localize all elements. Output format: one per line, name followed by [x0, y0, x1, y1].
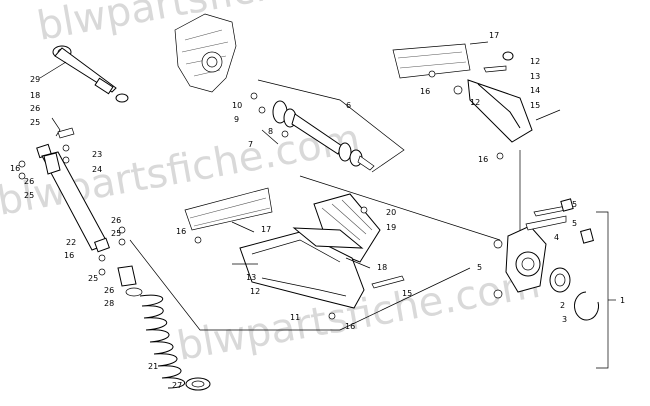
callout-9: 9	[234, 115, 239, 124]
callout-16: 16	[64, 251, 74, 260]
callout-12: 12	[250, 287, 260, 296]
callout-26: 26	[104, 286, 114, 295]
callout-15: 15	[530, 101, 540, 110]
callout-16: 16	[478, 155, 488, 164]
lower-a-arm	[184, 187, 405, 320]
callout-25: 25	[88, 274, 98, 283]
callout-24: 24	[92, 165, 102, 174]
callout-13: 13	[246, 273, 256, 282]
callout-5: 5	[477, 263, 482, 272]
spindle-knuckle-hub	[493, 198, 616, 369]
callout-12: 12	[470, 98, 480, 107]
callout-26: 26	[30, 104, 40, 113]
callout-25: 25	[24, 191, 34, 200]
callout-23: 23	[92, 150, 102, 159]
callout-16: 16	[176, 227, 186, 236]
callout-21: 21	[148, 362, 158, 371]
callout-25: 25	[30, 118, 40, 127]
callout-6: 6	[346, 101, 351, 110]
callout-3: 3	[562, 315, 567, 324]
callout-5: 5	[572, 219, 577, 228]
callout-28: 28	[104, 299, 114, 308]
callout-11: 11	[290, 313, 300, 322]
shock-absorber	[18, 117, 126, 253]
callout-14: 14	[530, 86, 540, 95]
callout-25: 25	[111, 229, 121, 238]
callout-18: 18	[30, 91, 40, 100]
callout-15: 15	[402, 289, 412, 298]
callout-4: 4	[554, 233, 559, 242]
callout-10: 10	[232, 101, 242, 110]
callout-26: 26	[111, 216, 121, 225]
callout-26: 26	[24, 177, 34, 186]
drive-axle-assembly	[250, 79, 405, 173]
callout-2: 2	[560, 301, 565, 310]
callout-16: 16	[345, 322, 355, 331]
callout-1: 1	[620, 296, 625, 305]
callout-20: 20	[386, 208, 396, 217]
callout-12: 12	[530, 57, 540, 66]
callout-5: 5	[572, 200, 577, 209]
callout-19: 19	[386, 223, 396, 232]
coil-spring	[98, 254, 211, 391]
callout-13: 13	[530, 72, 540, 81]
callout-16: 16	[420, 87, 430, 96]
assembly-leaders	[129, 150, 521, 331]
callout-labels: 29 18 26 25 16 23 24 26 25 26 25 22 16 2…	[10, 31, 625, 390]
callout-8: 8	[268, 127, 273, 136]
callout-7: 7	[248, 140, 253, 149]
upper-a-arm	[392, 41, 561, 160]
callout-17: 17	[261, 225, 271, 234]
callout-16: 16	[10, 164, 20, 173]
callout-18: 18	[377, 263, 387, 272]
callout-17: 17	[489, 31, 499, 40]
tie-rod-link	[39, 45, 129, 103]
callout-22: 22	[66, 238, 76, 247]
callout-29: 29	[30, 75, 40, 84]
callout-27: 27	[172, 381, 182, 390]
engine-casing	[174, 13, 237, 93]
